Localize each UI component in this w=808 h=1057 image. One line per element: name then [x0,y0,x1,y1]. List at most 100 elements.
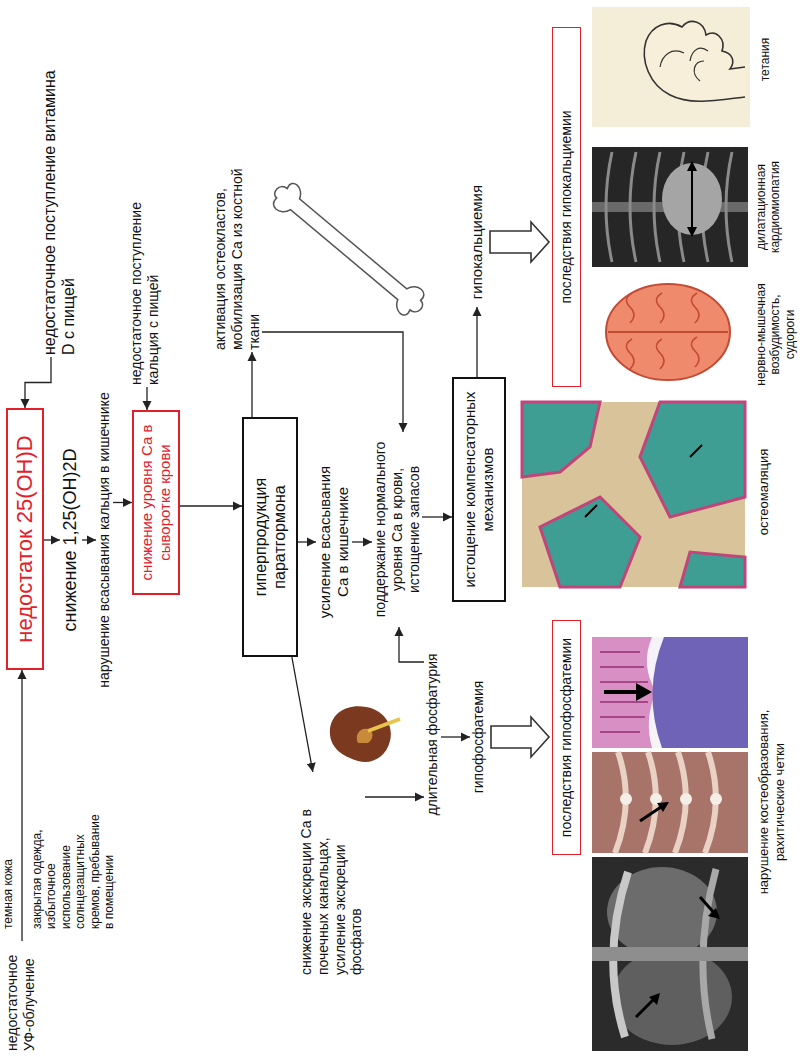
chest-xray-image [606,152,732,262]
image-caption: дилатационная кардиомиопатия [754,142,783,272]
node-text: последствия гипокальциемии [558,34,575,380]
flow-arrow [180,505,242,506]
flow-arrow [422,516,452,517]
kidney-icon [368,719,400,731]
flow-arrow [25,357,51,408]
bone-icon [267,177,431,322]
flow-arrow [476,307,477,377]
xray-image [612,949,732,1045]
node-text: снижение экскреции Са в почечных канальц… [298,774,365,975]
flow-arrow [441,736,470,737]
node-text: гиперпродукция паратгормона [251,425,289,649]
brain-icon [606,284,730,380]
outcome-box: последствия гипофосфатемии [552,620,581,855]
key-box: недостаток 25(OH)D [6,408,44,670]
bone-icon [267,177,431,322]
flow-text: усиление всасывания Са в кишечнике [316,457,352,627]
osteomalacia-image [585,505,597,517]
flow-arrow [44,539,60,540]
node-text: гипокальциемия [468,179,486,305]
node-text: недостаточное поступление витамина D с п… [40,59,78,355]
block-arrow [490,222,549,262]
node-text: недостаток 25(OH)D [12,416,38,662]
flow-text: гипокальциемия [468,177,486,307]
rosary-photo [592,752,748,853]
xray-image [592,857,748,1051]
osteomalacia-image [522,402,745,587]
rosary-photo [710,793,722,805]
chest-xray-image [592,147,748,267]
node-text: длительная фосфатурия [424,649,441,820]
osteomalacia-image [522,402,600,477]
flow-arrow [399,627,424,662]
image-caption: остеомаляция [756,432,772,552]
kidney-icon [330,706,400,762]
rosary-photo [680,793,692,805]
process-box: истощение компенсаторных механизмов [452,377,506,602]
node-text: истощение компенсаторных механизмов [461,385,497,594]
brain-icon [606,284,730,380]
key-box: снижение уровня Са в сыворотке крови [132,410,180,595]
xray-image [708,908,720,919]
chest-xray-image [691,167,693,231]
cause-note: закрытая одежда, избыточное использовани… [30,811,116,929]
node-text: активация остеокластов, мобилизация Са и… [212,164,262,350]
flow-arrow [352,541,372,542]
flow-arrow [251,352,252,417]
flow-arrow [21,670,22,941]
node-text: последствия гипофосфатемии [558,627,575,848]
node-text: недостаточное УФ-облучение [4,943,38,1051]
brain-icon [626,293,699,369]
histology-image [652,637,748,748]
flow-arrow [292,657,313,772]
node-text: гипофосфатемия [470,674,487,800]
rosary-photo [657,802,669,812]
chest-xray-image [687,161,697,237]
rosary-photo [592,752,748,853]
flow-arrow [82,539,96,540]
node-text: нарушение всасывания кальция в кишечнике [96,372,113,708]
hand-drawing [644,21,745,101]
osteomalacia-image [522,402,745,587]
xray-image [649,993,660,1005]
node-text: усиление всасывания Са в кишечнике [316,459,352,625]
osteomalacia-image [680,552,745,587]
hand-drawing [660,48,708,81]
node-text: снижение уровня Са в сыворотке крови [138,418,174,587]
block-arrow [491,717,549,757]
hand-drawing [592,7,750,127]
outcome-box: последствия гипокальциемии [552,27,581,387]
osteomalacia-image [640,402,745,517]
node-text: недостаточное поступление кальция с пище… [128,179,162,385]
flow-text: активация остеокластов, мобилизация Са и… [212,162,262,352]
hand-drawing [592,7,750,127]
chest-xray-image [592,147,748,267]
flow-text: длительная фосфатурия [424,647,441,822]
process-box: гиперпродукция паратгормона [242,417,298,657]
node-text: поддержание нормального уровня Са в кров… [372,434,422,625]
flow-arrow [146,387,147,410]
flow-arrow [113,502,132,503]
flow-arrow [365,796,424,797]
flow-text: недостаточное поступление кальция с пище… [128,177,162,387]
chest-xray-image [662,163,722,235]
flow-text: недостаточное поступление витамина D с п… [40,57,78,357]
histology-image [604,690,640,694]
image-caption: тетания [758,12,772,107]
rosary-photo [620,793,632,805]
xray-image [592,947,748,961]
flow-text: снижение 1,25(OH)2D [60,435,82,645]
histology-image [592,637,748,748]
histology-image [592,637,748,748]
osteomalacia-image [540,497,640,587]
flow-text: поддержание нормального уровня Са в кров… [372,432,422,627]
flow-arrow [298,541,316,542]
flow-text: нарушение всасывания кальция в кишечнике [96,370,113,710]
flow-text: гипофосфатемия [470,672,487,802]
histology-image [636,683,652,701]
kidney-icon [330,706,391,762]
image-caption: нервно-мышечная возбудимость, судороги [754,277,797,392]
flow-text: снижение экскреции Са в почечных канальц… [298,772,365,977]
image-caption: нарушение костеобразования, рахитические… [756,697,787,907]
